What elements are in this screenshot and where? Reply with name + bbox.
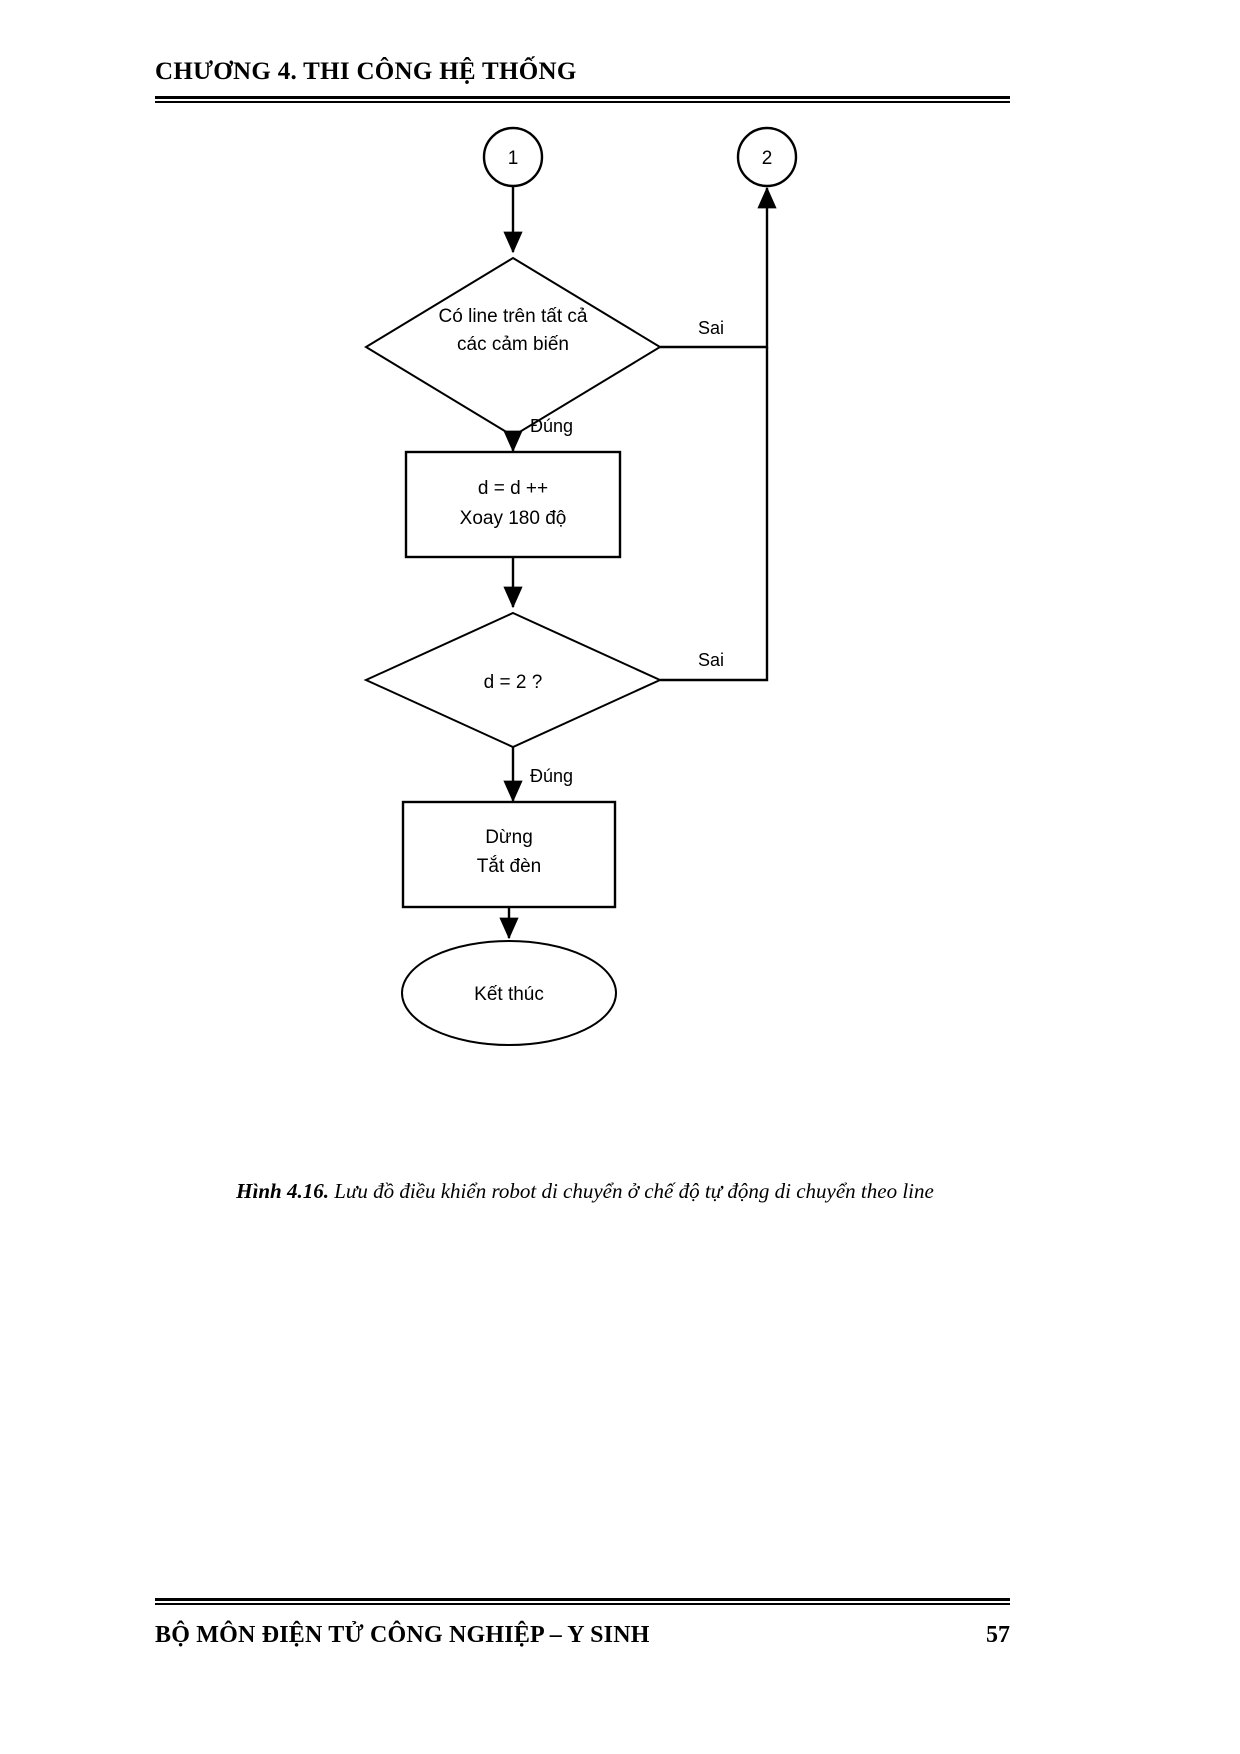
connector-out-circle	[736, 126, 798, 188]
decision-1-true-label: Đúng	[530, 416, 573, 436]
footer-department-text: BỘ MÔN ĐIỆN TỬ CÔNG NGHIỆP – Y SINH	[155, 1622, 650, 1648]
figure-caption-number: Hình 4.16.	[236, 1179, 329, 1203]
flowchart-figure: 1 2 Có line trên tất cả các cảm biến Sai…	[155, 110, 1015, 1070]
figure-caption: Hình 4.16. Lưu đồ điều khiển robot di ch…	[155, 1178, 1015, 1205]
decision-1-false-label: Sai	[698, 318, 724, 338]
edge-decision2-false-to-connector2	[660, 347, 769, 682]
process-1-label-line2: Xoay 180 độ	[460, 508, 567, 529]
decision-1-label-line1: Có line trên tất cả	[439, 306, 588, 327]
process-2-label-line1: Dừng	[485, 827, 533, 848]
page-number: 57	[986, 1622, 1010, 1648]
terminator-ellipse	[401, 940, 617, 1046]
process-2-box	[401, 800, 617, 909]
header-divider-rule	[155, 96, 1010, 103]
decision-1-label-line2: các cảm biến	[457, 334, 569, 355]
decision-2-false-label: Sai	[698, 650, 724, 670]
decision-2-true-label: Đúng	[530, 766, 573, 786]
figure-caption-text: Lưu đồ điều khiển robot di chuyển ở chế …	[328, 1179, 934, 1203]
header-chapter-title: CHƯƠNG 4. THI CÔNG HỆ THỐNG	[155, 58, 577, 85]
process-1-label-line1: d = d ++	[478, 478, 548, 499]
process-2-label-line2: Tắt đèn	[477, 855, 541, 877]
connector-in-label: 1	[508, 148, 519, 169]
running-footer: BỘ MÔN ĐIỆN TỬ CÔNG NGHIỆP – Y SINH 57	[155, 1622, 1010, 1649]
footer-divider-rule	[155, 1598, 1010, 1605]
process-1-box	[404, 450, 622, 559]
decision-2-label: d = 2 ?	[484, 672, 543, 693]
connector-out-label: 2	[762, 148, 773, 169]
terminator-label: Kết thúc	[474, 984, 544, 1005]
running-header: CHƯƠNG 4. THI CÔNG HỆ THỐNG	[155, 58, 1010, 86]
